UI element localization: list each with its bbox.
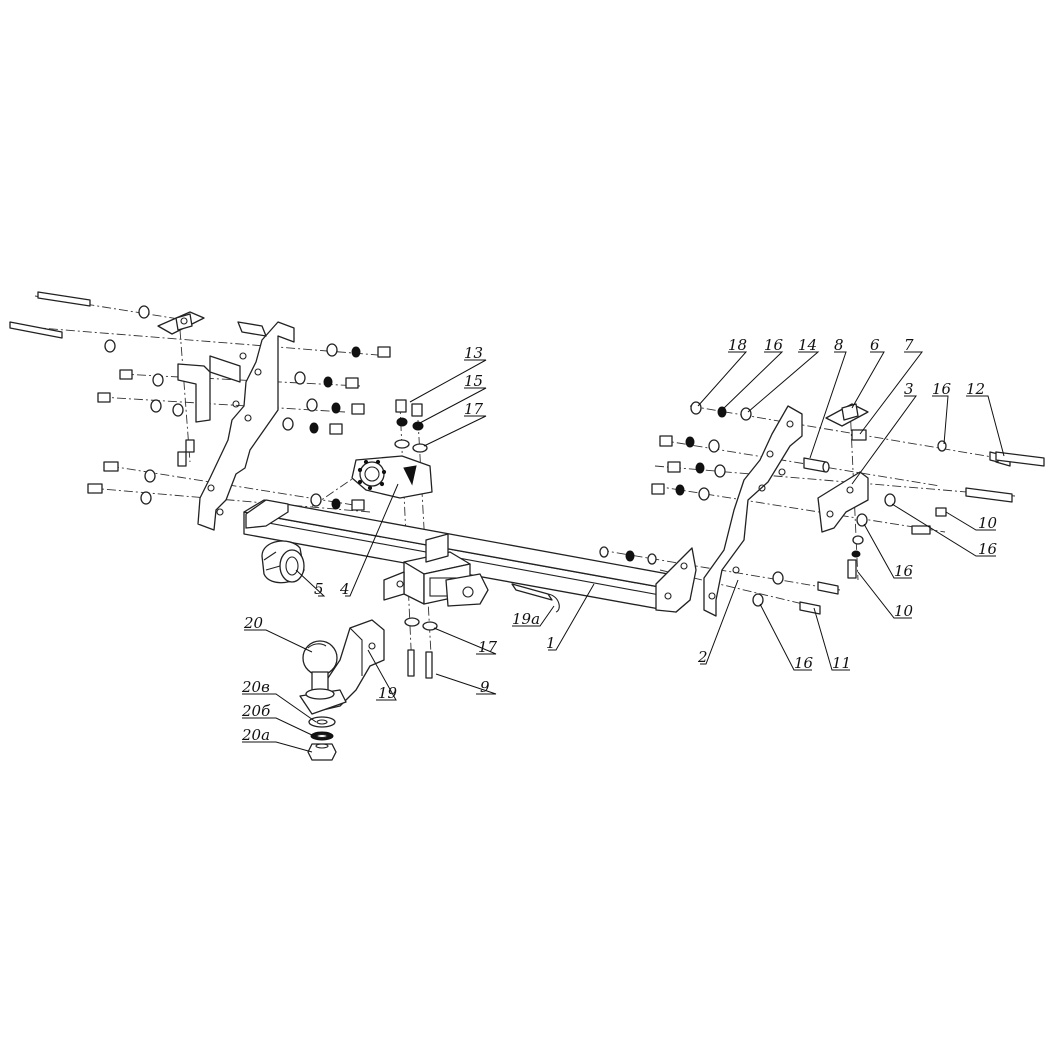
callout-16-right-top: 16 bbox=[932, 380, 952, 398]
socket-plate bbox=[351, 455, 433, 499]
callout-20b: 20б bbox=[241, 702, 271, 720]
callout-18: 18 bbox=[728, 336, 747, 354]
callout-labels: 1 2 3 4 5 6 7 8 9 10 10 11 12 13 14 15 1… bbox=[241, 336, 998, 744]
right-side-bracket bbox=[703, 405, 803, 617]
callout-10-upper: 10 bbox=[978, 514, 998, 532]
callout-5: 5 bbox=[314, 580, 324, 598]
beam-fasteners bbox=[599, 546, 657, 565]
callout-4: 4 bbox=[339, 580, 350, 598]
callout-20a: 20а bbox=[241, 726, 270, 744]
callout-13: 13 bbox=[464, 344, 483, 362]
left-long-bolts bbox=[9, 291, 91, 339]
callout-16-top: 16 bbox=[764, 336, 784, 354]
callout-8: 8 bbox=[834, 336, 844, 354]
callout-11: 11 bbox=[832, 654, 851, 672]
callout-14: 14 bbox=[798, 336, 817, 354]
callout-16-right-low: 16 bbox=[894, 562, 914, 580]
left-fasteners bbox=[87, 305, 391, 511]
left-side-bracket bbox=[177, 321, 295, 531]
callout-17-top: 17 bbox=[464, 400, 484, 418]
callout-2: 2 bbox=[697, 648, 708, 666]
callout-6: 6 bbox=[870, 336, 880, 354]
socket-cap bbox=[261, 540, 305, 584]
spacer-tube bbox=[803, 457, 830, 473]
callout-leaders bbox=[242, 351, 1005, 753]
ball-fasteners bbox=[307, 716, 337, 761]
callout-9: 9 bbox=[480, 678, 490, 696]
right-angle-bracket bbox=[817, 471, 869, 533]
callout-15: 15 bbox=[464, 372, 483, 390]
left-top-plate bbox=[157, 311, 205, 335]
callout-19a: 19а bbox=[512, 610, 540, 628]
callout-16-bottom: 16 bbox=[794, 654, 814, 672]
callout-3: 3 bbox=[904, 380, 914, 398]
callout-20v: 20в bbox=[241, 678, 270, 696]
center-fasteners bbox=[394, 399, 438, 679]
receiver-socket bbox=[383, 533, 489, 607]
callout-1: 1 bbox=[546, 634, 556, 652]
right-long-bolt bbox=[995, 451, 1045, 467]
callout-10-lower: 10 bbox=[894, 602, 914, 620]
right-top-plate bbox=[825, 403, 869, 441]
callout-19: 19 bbox=[378, 684, 398, 702]
callout-17-bottom: 17 bbox=[478, 638, 498, 656]
callout-20: 20 bbox=[243, 614, 264, 632]
callout-12: 12 bbox=[966, 380, 985, 398]
callout-16-right-mid: 16 bbox=[978, 540, 998, 558]
callout-7: 7 bbox=[904, 336, 914, 354]
tow-ball bbox=[302, 640, 338, 700]
hitch-pin bbox=[511, 583, 560, 613]
